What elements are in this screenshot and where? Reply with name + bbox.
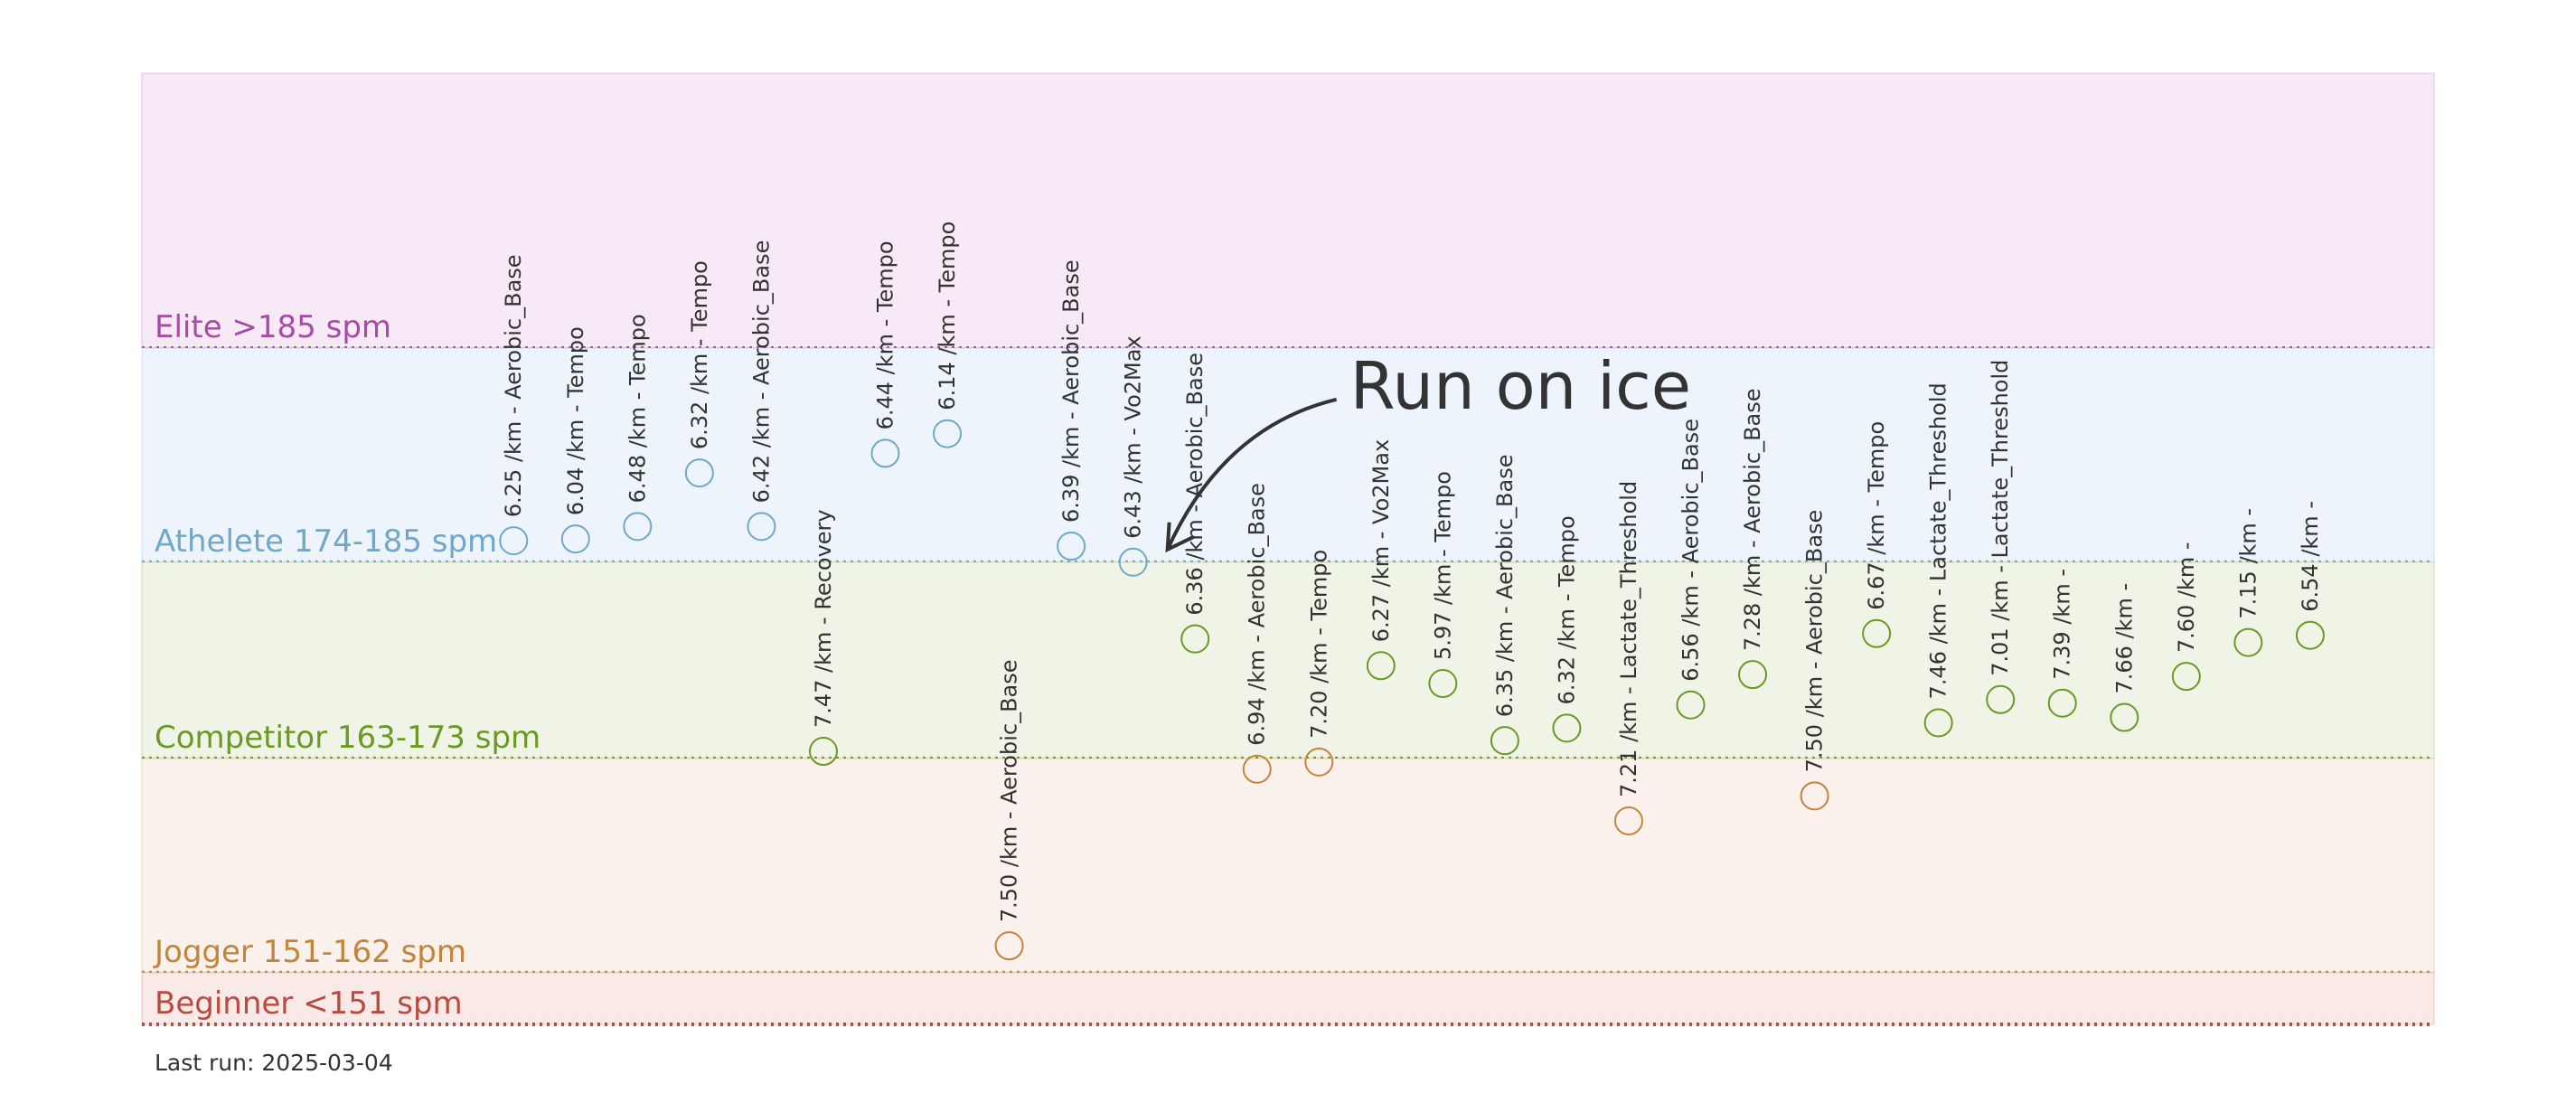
data-point-label: 6.14 /km - Tempo	[935, 222, 960, 410]
data-point	[994, 931, 1024, 961]
data-point-label: 6.44 /km - Tempo	[872, 240, 898, 429]
data-point	[1242, 754, 1272, 784]
zone-label: Elite >185 spm	[155, 309, 391, 345]
zone-label: Jogger 151-162 spm	[153, 934, 466, 970]
data-point-label: 6.39 /km - Aerobic_Base	[1058, 259, 1084, 523]
zone-band	[141, 971, 2435, 1025]
data-point	[623, 512, 653, 542]
data-point	[2047, 688, 2077, 718]
data-point-label: 7.46 /km - Lactate_Threshold	[1926, 382, 1951, 699]
data-point-label: 6.67 /km - Tempo	[1864, 421, 1889, 610]
data-point-label: 6.43 /km - Vo2Max	[1121, 335, 1146, 538]
data-point-label: 7.01 /km - Lactate_Threshold	[1988, 360, 2013, 676]
data-point-label: 6.04 /km - Tempo	[563, 326, 588, 515]
annotation-arrow	[1165, 397, 1338, 551]
data-point-label: 6.25 /km - Aerobic_Base	[501, 254, 526, 517]
data-point	[2233, 627, 2263, 657]
data-point	[1923, 708, 1953, 738]
zone-label: Athelete 174-185 spm	[155, 523, 497, 560]
zone-band	[141, 72, 2435, 349]
data-point-label: 6.48 /km - Tempo	[625, 314, 650, 503]
data-point-label: 7.39 /km -	[2050, 569, 2075, 680]
zone-band	[141, 346, 2435, 563]
data-point-label: 6.36 /km - Aerobic_Base	[1182, 353, 1208, 616]
annotation: Run on ice	[1165, 348, 1691, 553]
data-point	[1118, 547, 1148, 577]
data-point	[1552, 713, 1582, 743]
zone-label: Beginner <151 spm	[155, 985, 463, 1022]
data-point	[933, 419, 963, 448]
annotation-text: Run on ice	[1350, 348, 1691, 424]
data-point-label: 6.32 /km - Tempo	[687, 260, 712, 449]
data-point	[2295, 620, 2325, 650]
data-point-label: 7.66 /km -	[2111, 583, 2137, 694]
data-point	[808, 737, 838, 767]
zone-band	[141, 757, 2435, 974]
data-point-label: 6.94 /km - Aerobic_Base	[1245, 483, 1270, 746]
data-point	[1613, 806, 1643, 835]
data-point-label: 7.50 /km - Aerobic_Base	[997, 659, 1022, 922]
data-point-label: 7.47 /km - Recovery	[811, 509, 836, 728]
data-point-label: 6.54 /km -	[2298, 501, 2323, 612]
zone-band	[141, 561, 2435, 759]
data-point	[1366, 651, 1396, 681]
data-points: 6.25 /km - Aerobic_Base 6.04 /km - Tempo 6…	[499, 222, 2325, 961]
data-point	[1180, 624, 1210, 654]
data-point	[1676, 690, 1706, 720]
data-point	[1986, 684, 2016, 714]
data-point	[1304, 747, 1334, 777]
data-point	[1057, 532, 1086, 561]
data-point-label: 7.15 /km -	[2235, 508, 2261, 619]
data-point-label: 7.20 /km - Tempo	[1306, 550, 1331, 739]
data-point	[560, 524, 590, 554]
last-run-label: Last run: 2025-03-04	[155, 1050, 393, 1076]
data-point	[1800, 781, 1829, 811]
data-point-label: 6.32 /km - Tempo	[1554, 515, 1579, 704]
data-point	[1428, 669, 1458, 699]
data-point	[1862, 618, 1892, 648]
data-point-label: 7.21 /km - Lactate_Threshold	[1616, 481, 1641, 797]
data-point-label: 6.35 /km - Aerobic_Base	[1492, 455, 1518, 718]
data-point-label: 7.50 /km - Aerobic_Base	[1802, 510, 1828, 773]
data-point-label: 6.56 /km - Aerobic_Base	[1678, 419, 1704, 682]
data-point	[2110, 702, 2139, 732]
zone-label: Competitor 163-173 spm	[155, 720, 541, 756]
data-point	[870, 438, 900, 468]
data-point-label: 7.28 /km - Aerobic_Base	[1740, 388, 1765, 651]
annotation-arrowhead	[1165, 522, 1195, 553]
data-point	[2171, 662, 2201, 692]
data-point-label: 6.27 /km - Vo2Max	[1368, 439, 1394, 642]
data-point	[684, 458, 714, 488]
data-point-label: 6.42 /km - Aerobic_Base	[748, 240, 774, 504]
data-point-label: 7.60 /km -	[2174, 542, 2199, 653]
data-point	[1490, 726, 1519, 756]
data-point	[499, 526, 529, 556]
data-point	[1738, 660, 1768, 690]
data-point	[747, 512, 776, 542]
data-point-label: 5.97 /km - Tempo	[1430, 471, 1455, 660]
